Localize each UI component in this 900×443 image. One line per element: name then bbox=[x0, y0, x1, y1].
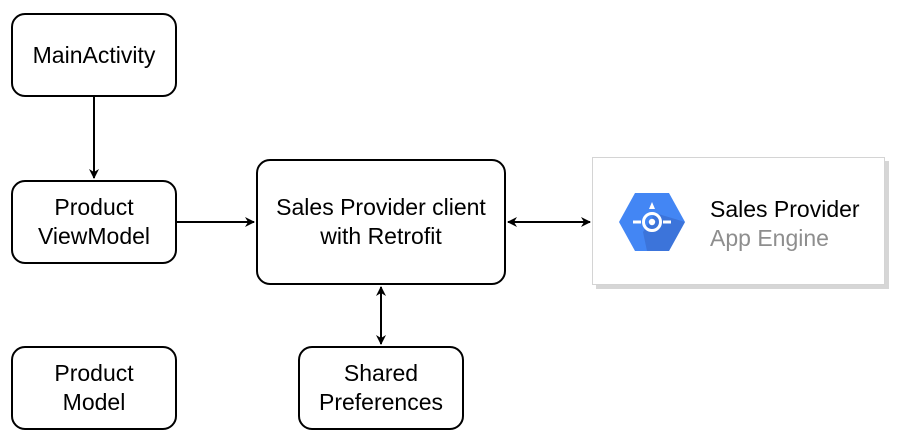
app-engine-subtitle: App Engine bbox=[710, 225, 829, 251]
product-model-label: Product Model bbox=[54, 360, 134, 415]
app-engine-title: Sales Provider bbox=[710, 196, 860, 222]
product-model-node: Product Model bbox=[11, 346, 177, 430]
sales-provider-client-node: Sales Provider client with Retrofit bbox=[256, 159, 506, 285]
google-app-engine-icon bbox=[619, 193, 685, 251]
shared-preferences-node: Shared Preferences bbox=[298, 346, 464, 430]
shared-preferences-label: Shared Preferences bbox=[318, 360, 443, 415]
main-activity-label: MainActivity bbox=[32, 41, 156, 68]
main-activity-node: MainActivity bbox=[11, 13, 177, 97]
product-viewmodel-node: Product ViewModel bbox=[11, 180, 177, 264]
product-viewmodel-label: Product ViewModel bbox=[37, 194, 151, 249]
sales-provider-client-label: Sales Provider client with Retrofit bbox=[276, 194, 486, 249]
app-engine-node: Sales Provider App Engine bbox=[592, 157, 885, 285]
